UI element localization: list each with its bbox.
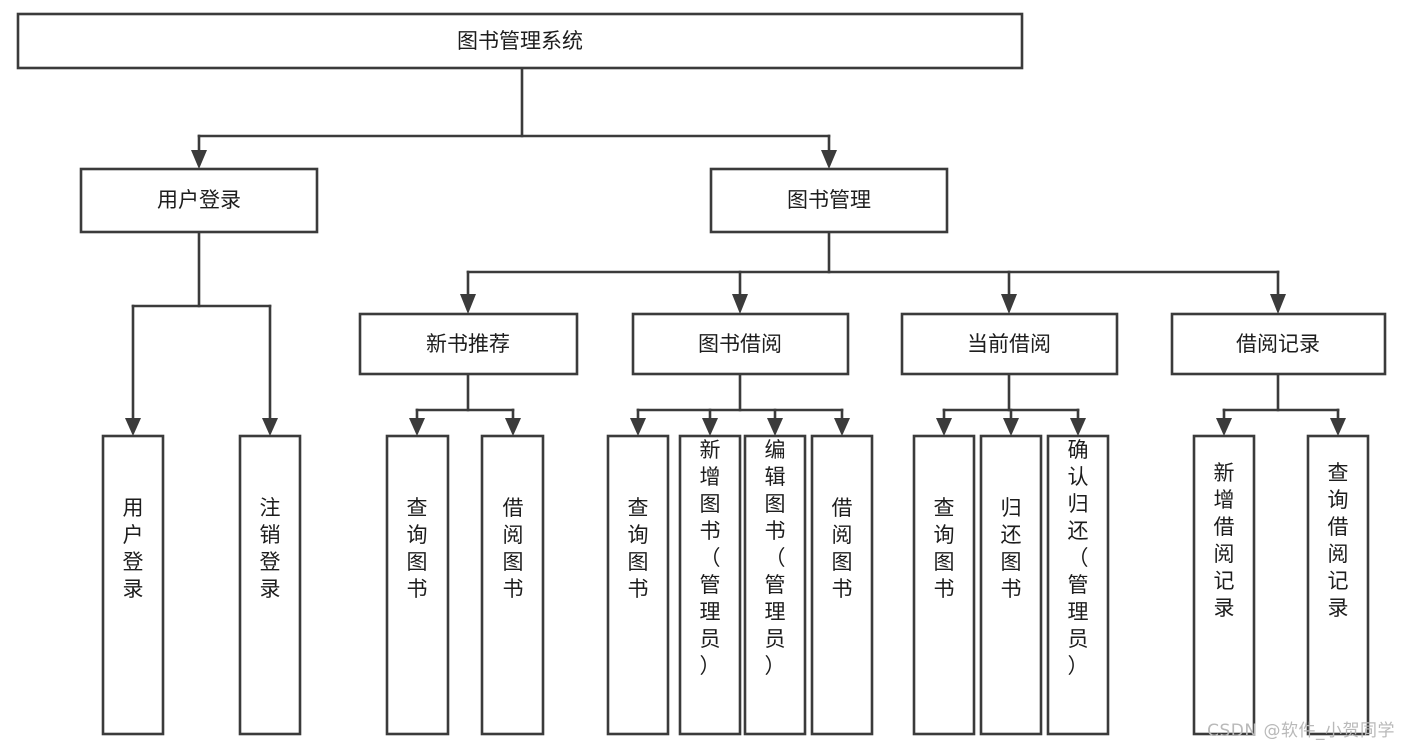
leaf-borrow-book-1-label: 借阅图书 (503, 496, 524, 601)
node-new-book-recommend-label: 新书推荐 (426, 332, 510, 356)
arrow-head-leaf-return-book (1003, 418, 1019, 436)
leaf-borrow-book-2-box[interactable] (810, 434, 874, 736)
arrow-head-leaf-add-book (702, 418, 718, 436)
leaf-user-login-label: 用户登录 (123, 496, 144, 601)
arrow-head-leaf-query-book-3 (936, 418, 952, 436)
leaf-logout-box[interactable] (238, 434, 302, 736)
connector-group-user-login-to-leaves (125, 230, 278, 436)
node-new-book-recommend[interactable]: 新书推荐 (358, 312, 579, 376)
connector-group-borrow-record-to-leaves (1216, 372, 1346, 436)
leaf-node-add-book[interactable]: 新增图书（管理员） (678, 434, 742, 736)
arrow-head-book-mgmt (821, 150, 837, 169)
leaf-borrow-book-2-label: 借阅图书 (832, 496, 853, 601)
leaf-query-record-label: 查询借阅记录 (1328, 461, 1349, 620)
node-book-management[interactable]: 图书管理 (709, 167, 949, 234)
leaf-query-book-1-label: 查询图书 (407, 496, 428, 601)
node-current-borrow[interactable]: 当前借阅 (900, 312, 1119, 376)
leaf-add-record-label: 新增借阅记录 (1214, 461, 1235, 620)
leaf-add-record-box[interactable] (1192, 434, 1256, 736)
connector-group-book-mgmt-to-level3 (460, 230, 1286, 314)
leaf-query-record-box[interactable] (1306, 434, 1370, 736)
arrow-head-leaf-borrow-book-1 (505, 418, 521, 436)
leaf-node-user-login[interactable]: 用户登录 (101, 434, 165, 736)
node-root-label: 图书管理系统 (457, 29, 583, 53)
leaf-node-add-borrow-record[interactable]: 新增借阅记录 (1192, 434, 1256, 736)
node-borrow-record-label: 借阅记录 (1236, 332, 1320, 356)
leaf-query-book-3-label: 查询图书 (934, 496, 955, 601)
leaf-query-book-2-label: 查询图书 (628, 496, 649, 601)
leaf-node-query-borrow-record[interactable]: 查询借阅记录 (1306, 434, 1370, 736)
leaf-add-book-box[interactable] (678, 434, 742, 736)
leaf-node-query-book-borrow[interactable]: 查询图书 (606, 434, 670, 736)
arrow-head-leaf-confirm-return (1070, 418, 1086, 436)
node-user-login-label: 用户登录 (157, 188, 241, 212)
node-root-system[interactable]: 图书管理系统 (16, 12, 1024, 70)
node-new-book-recommend-box[interactable] (358, 312, 579, 376)
node-book-borrow-label: 图书借阅 (698, 332, 782, 356)
arrow-head-new-book-recommend (460, 294, 476, 314)
arrow-head-leaf-logout (262, 418, 278, 436)
leaf-return-book-label: 归还图书 (1001, 496, 1022, 601)
leaf-node-query-book-recommend[interactable]: 查询图书 (385, 434, 450, 736)
node-user-login-box[interactable] (79, 167, 319, 234)
leaf-add-book-label: 新增图书（管理员） (700, 438, 721, 678)
leaf-node-return-book[interactable]: 归还图书 (979, 434, 1043, 736)
connector-group-root-to-level2 (191, 66, 837, 169)
leaf-node-borrow-book-recommend[interactable]: 借阅图书 (480, 434, 545, 736)
leaf-node-confirm-return[interactable]: 确认归还（管理员） (1046, 434, 1110, 736)
leaf-node-borrow-book[interactable]: 借阅图书 (810, 434, 874, 736)
arrow-head-leaf-edit-book (767, 418, 783, 436)
arrow-head-borrow-record (1270, 294, 1286, 314)
leaf-confirm-return-box[interactable] (1046, 434, 1110, 736)
connector-group-current-borrow-to-leaves (936, 372, 1086, 436)
leaf-node-query-book-current[interactable]: 查询图书 (912, 434, 976, 736)
arrow-head-leaf-add-record (1216, 418, 1232, 436)
leaf-query-book-3-box[interactable] (912, 434, 976, 736)
leaf-return-book-box[interactable] (979, 434, 1043, 736)
leaf-confirm-return-label: 确认归还（管理员） (1068, 438, 1089, 678)
arrow-head-user-login (191, 150, 207, 169)
leaf-query-book-2-box[interactable] (606, 434, 670, 736)
leaf-borrow-book-1-box[interactable] (480, 434, 545, 736)
leaf-node-logout[interactable]: 注销登录 (238, 434, 302, 736)
arrow-head-leaf-query-record (1330, 418, 1346, 436)
leaf-edit-book-box[interactable] (743, 434, 807, 736)
arrow-head-book-borrow (732, 294, 748, 314)
leaf-node-edit-book[interactable]: 编辑图书（管理员） (743, 434, 807, 736)
csdn-watermark: CSDN @软件_小贺同学 (1207, 721, 1395, 741)
node-borrow-record-box[interactable] (1170, 312, 1387, 376)
arrow-head-leaf-user-login (125, 418, 141, 436)
node-current-borrow-label: 当前借阅 (967, 332, 1051, 356)
arrow-head-leaf-borrow-book-2 (834, 418, 850, 436)
node-book-management-box[interactable] (709, 167, 949, 234)
node-book-management-label: 图书管理 (787, 188, 871, 212)
node-book-borrow[interactable]: 图书借阅 (631, 312, 850, 376)
node-borrow-record[interactable]: 借阅记录 (1170, 312, 1387, 376)
leaf-logout-label: 注销登录 (260, 496, 281, 601)
leaf-user-login-box[interactable] (101, 434, 165, 736)
connector-group-book-borrow-to-leaves (630, 372, 850, 436)
node-book-borrow-box[interactable] (631, 312, 850, 376)
node-current-borrow-box[interactable] (900, 312, 1119, 376)
arrow-head-current-borrow (1001, 294, 1017, 314)
arrow-head-leaf-query-book-2 (630, 418, 646, 436)
leaf-edit-book-label: 编辑图书（管理员） (765, 438, 786, 678)
node-user-login[interactable]: 用户登录 (79, 167, 319, 234)
leaf-query-book-1-box[interactable] (385, 434, 450, 736)
arrow-head-leaf-query-book-1 (409, 418, 425, 436)
node-root-box[interactable] (16, 12, 1024, 70)
connector-group-new-book-to-leaves (409, 372, 521, 436)
